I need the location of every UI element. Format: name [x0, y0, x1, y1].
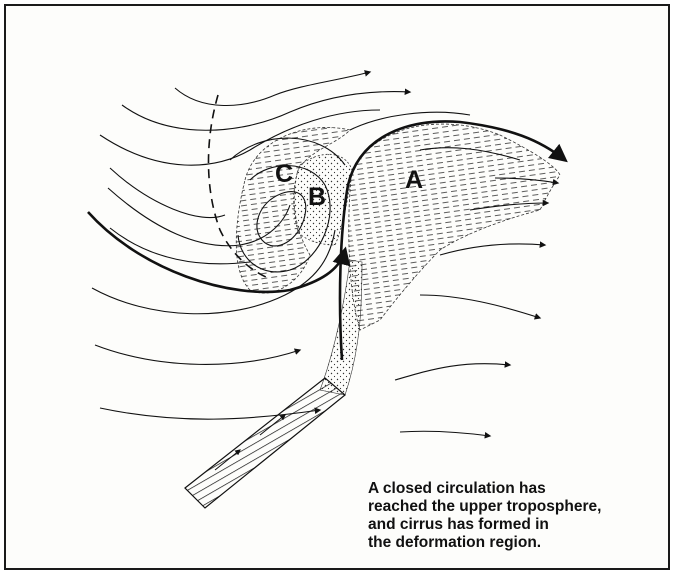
caption-line-1: A closed circulation has	[368, 480, 668, 498]
figure-caption: A closed circulation has reached the upp…	[368, 480, 668, 552]
caption-line-2: reached the upper troposphere,	[368, 498, 668, 516]
caption-line-3: and cirrus has formed in	[368, 516, 668, 534]
caption-line-4: the deformation region.	[368, 534, 668, 552]
hatched-jet-band	[185, 378, 345, 508]
region-label-c: C	[275, 160, 293, 188]
cloud-region-a	[349, 124, 560, 330]
region-label-a: A	[405, 166, 423, 194]
region-label-b: B	[308, 183, 326, 211]
